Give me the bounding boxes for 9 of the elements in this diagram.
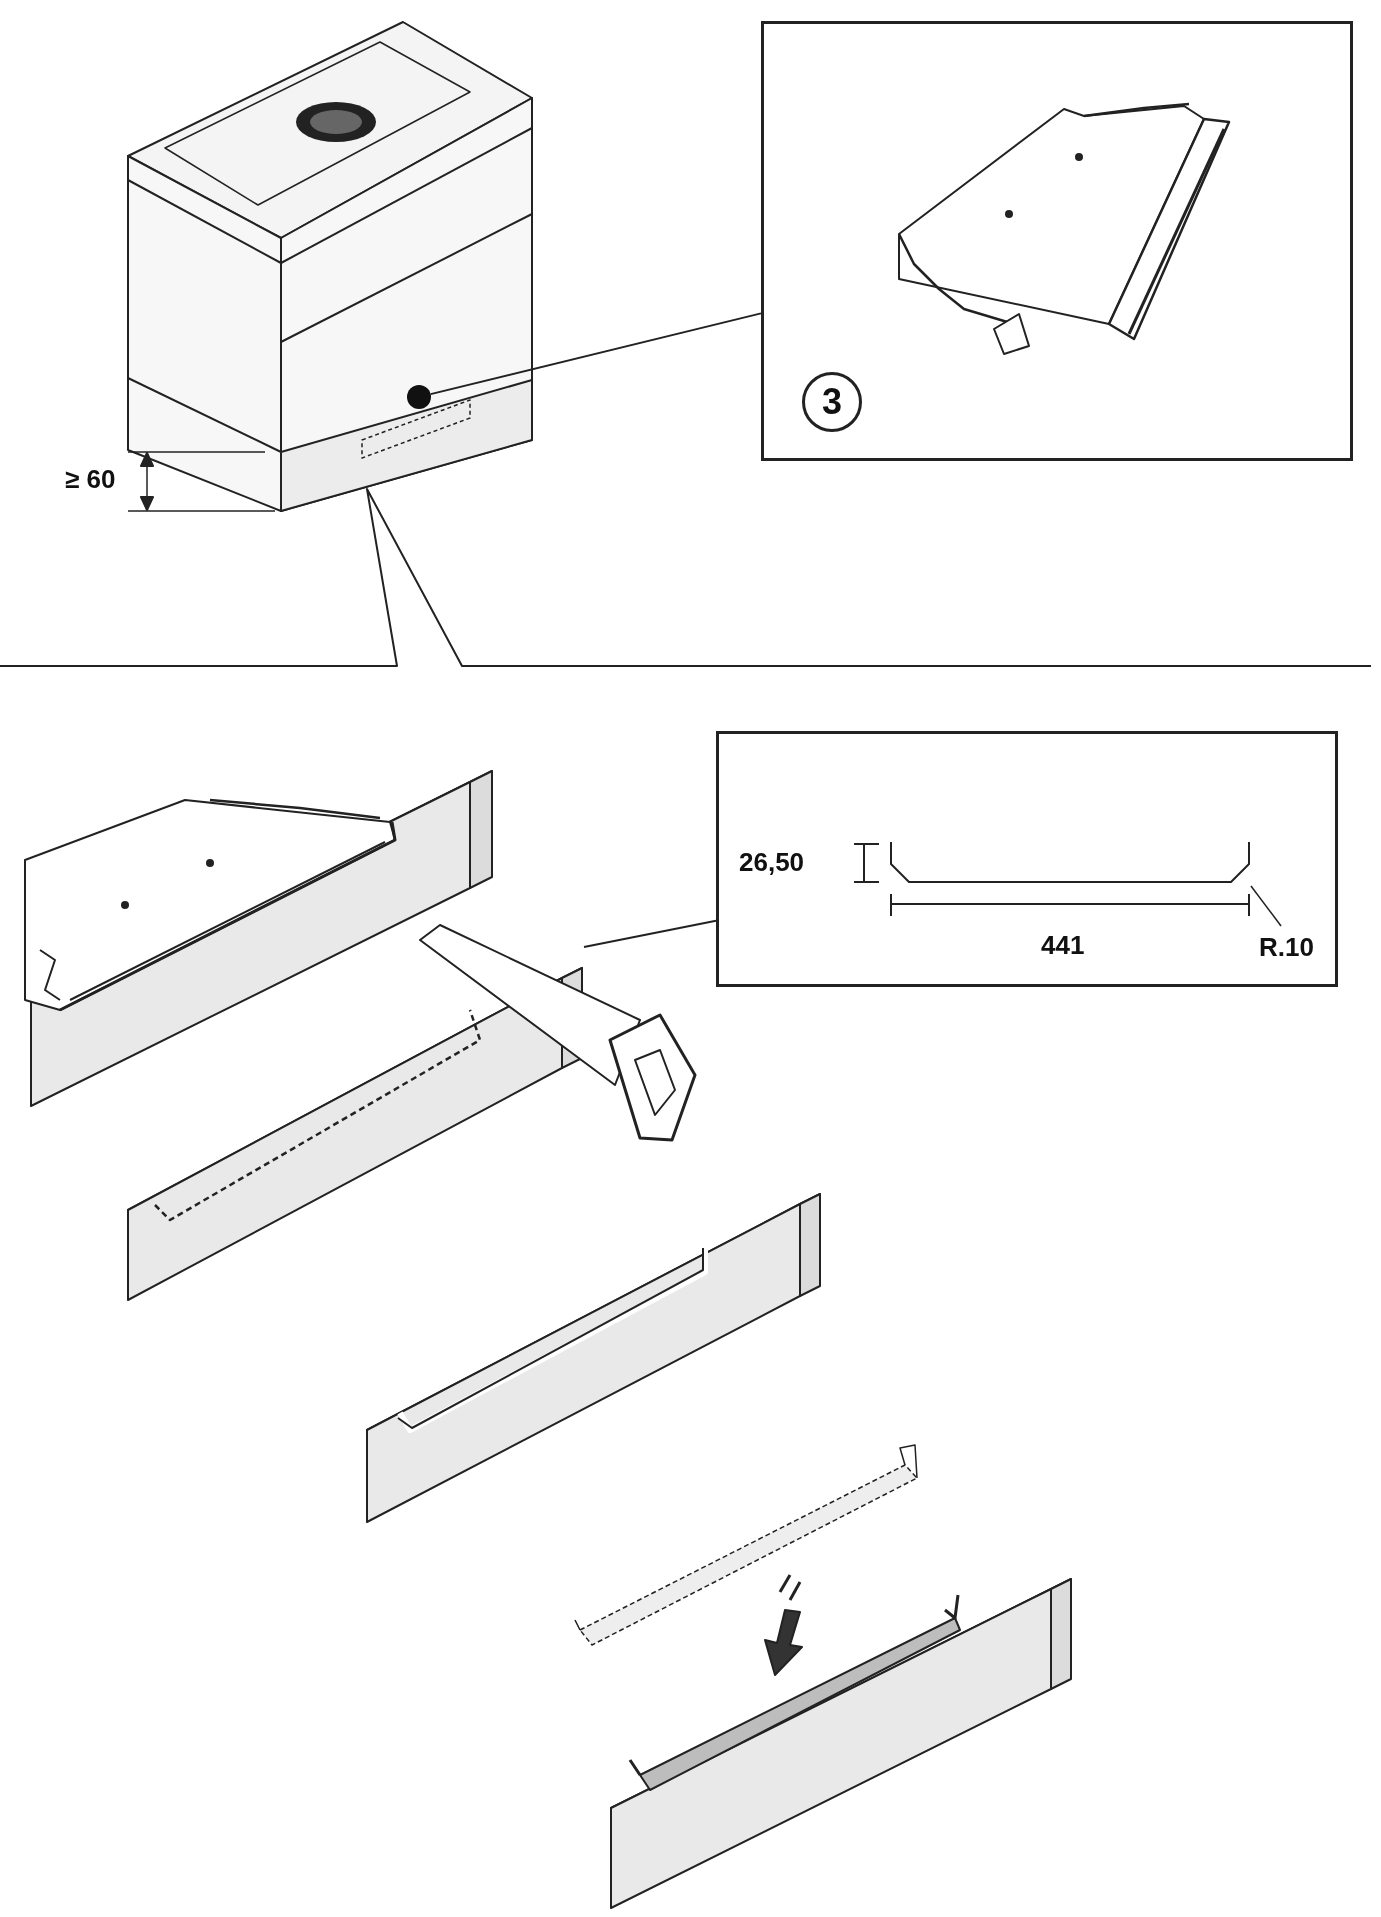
detail-panel [761, 21, 1353, 461]
dimension-label: ≥ 60 [65, 466, 116, 492]
leader-line [429, 312, 762, 396]
dimension-label: 441 [1041, 932, 1085, 958]
dimension-label: R.10 [1259, 934, 1314, 960]
dimension-label: 26,50 [739, 849, 805, 875]
callout-number: 3 [802, 372, 862, 432]
leader-line [583, 919, 717, 948]
detail-panel [716, 731, 1338, 987]
